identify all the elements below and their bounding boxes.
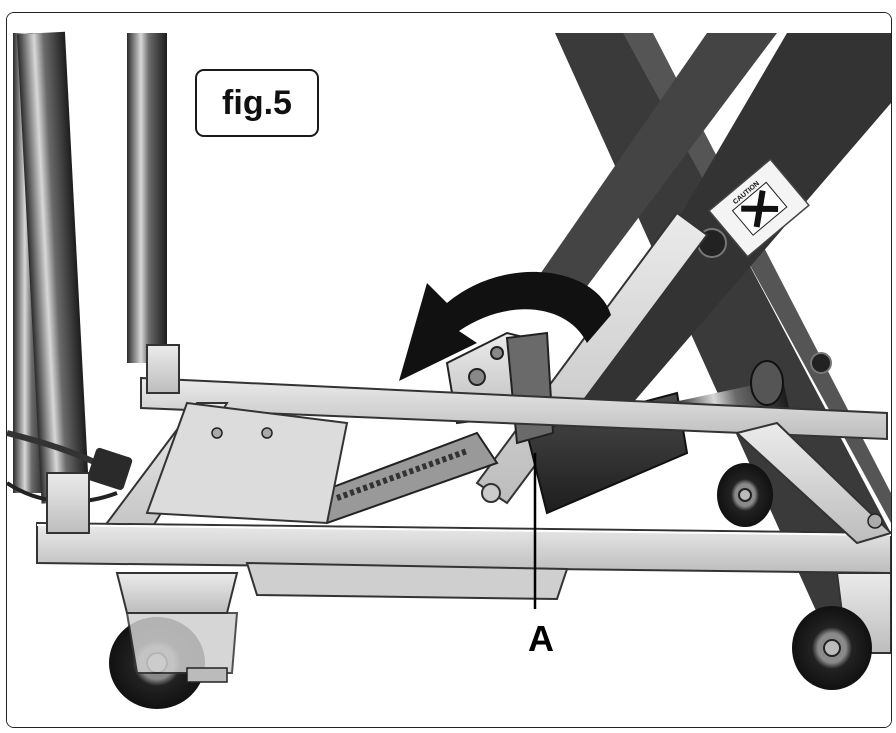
- scissor-lift-table-illustration: CAUTION: [7, 13, 891, 727]
- caster-wheel-front-right: [792, 606, 872, 690]
- caster-wheel-front-left: [109, 612, 239, 709]
- figure-label: fig.5: [195, 69, 319, 137]
- base-frame: [36, 344, 891, 654]
- callout-label-a: A: [528, 618, 554, 659]
- caster-wheel-rear-right: [717, 463, 773, 527]
- handle-pole-right: [127, 33, 167, 363]
- rotation-arrow-icon: [399, 271, 611, 381]
- handle-pole-left: [13, 31, 90, 504]
- figure-frame: CAUTION: [6, 12, 892, 728]
- caution-sticker: CAUTION: [708, 158, 810, 258]
